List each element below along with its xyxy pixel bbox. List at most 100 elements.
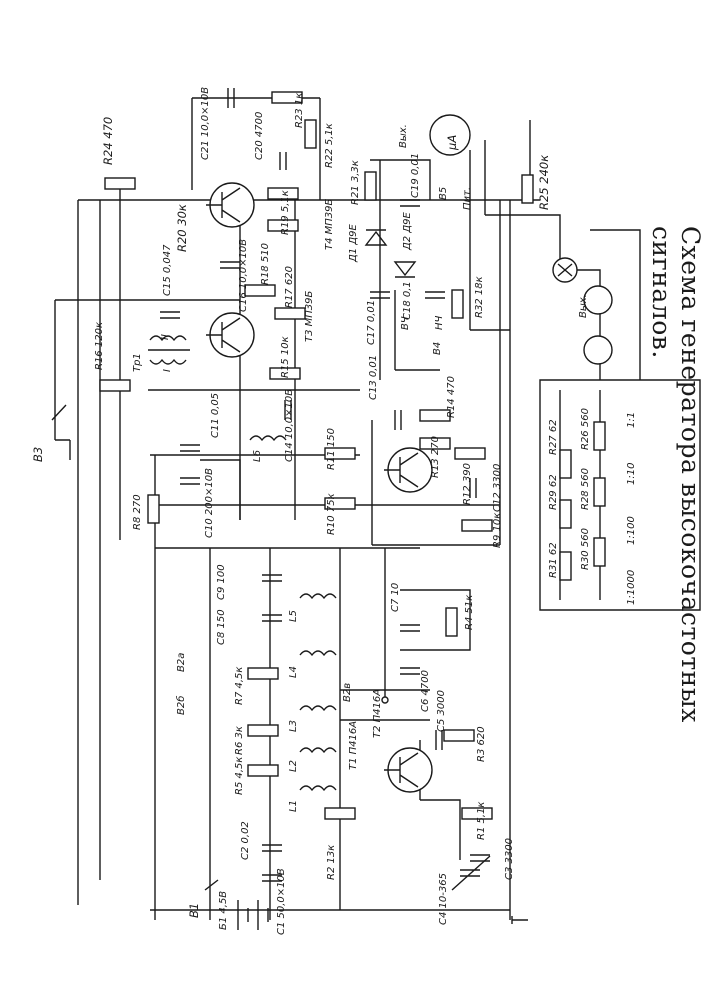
resistor-r4 [445, 607, 458, 637]
microammeter [429, 114, 471, 156]
label-r4: R4 51к [464, 595, 475, 630]
label-c3: C3 3300 [504, 838, 515, 880]
capacitor-c13 [394, 410, 402, 430]
resistor-r26 [593, 421, 606, 451]
label-c1: C1 50,0×10B [276, 868, 287, 935]
label-r12: R12 390 [462, 463, 473, 505]
coil-l5 [299, 593, 337, 600]
label-ratio-1000: 1:1000 [626, 570, 637, 605]
resistor-r1 [461, 807, 493, 820]
resistor-r13 [419, 437, 451, 450]
resistor-r20 [267, 219, 299, 232]
label-r6: R6 3к [234, 726, 245, 755]
label-r1: R1 5,1к [476, 802, 487, 840]
figure-caption: Схема генератора высокочастотных сигнало… [647, 226, 705, 723]
label-r21: R21 3,3к [350, 160, 361, 205]
label-c4: C4 10-365 [438, 873, 449, 925]
label-r31: R31 62 [548, 542, 559, 578]
resistor-r19 [267, 187, 299, 200]
resistor-r16 [99, 379, 131, 392]
resistor-r14 [419, 409, 451, 422]
resistor-r3 [443, 729, 475, 742]
resistors [99, 91, 606, 820]
label-winding-i: I [162, 369, 173, 372]
resistor-r12 [454, 447, 486, 460]
label-r29: R29 62 [548, 474, 559, 510]
label-c11: C11 0,05 [210, 393, 221, 438]
coil-l2 [299, 747, 337, 754]
resistor-r28 [593, 477, 606, 507]
label-ratio-1: 1:1 [626, 412, 637, 428]
label-b2b: B2б [175, 696, 187, 715]
label-r24: R24 470 [101, 117, 115, 165]
battery-b1 [237, 900, 269, 930]
label-b3: B3 [31, 447, 45, 462]
output-connector-vyh [552, 257, 578, 283]
label-l3: L3 [288, 720, 299, 732]
transistors [206, 182, 433, 793]
label-c10: C10 200×10B [204, 468, 215, 538]
label-c14: C14 10,0×10B [284, 389, 295, 462]
capacitor-c19 [400, 199, 420, 207]
coil-l1 [299, 785, 337, 792]
resistor-r27 [559, 449, 572, 479]
label-r18: R18 510 [260, 243, 271, 285]
output-jack-1 [583, 285, 613, 315]
label-c21: C21 10,0×10B [200, 87, 211, 160]
capacitor-c4 [451, 855, 491, 891]
label-r30: R30 560 [580, 528, 591, 570]
label-l1: L1 [288, 800, 299, 812]
capacitor-c18 [425, 291, 445, 299]
label-nch: НЧ [434, 315, 445, 330]
coil-l6 [249, 435, 287, 442]
label-ua: µA [445, 135, 459, 151]
label-ratio-100: 1:100 [626, 516, 637, 545]
resistor-r21 [364, 171, 377, 201]
label-b2v: B2в [342, 683, 353, 702]
label-c2: C2 0,02 [240, 821, 251, 860]
resistor-r8 [147, 494, 160, 524]
label-r27: R27 62 [548, 419, 559, 455]
label-tr1: Тр1 [132, 353, 143, 372]
label-winding-ii: II [160, 334, 171, 340]
label-c18: C18 0,1 [402, 281, 413, 320]
label-b1: B1 [187, 903, 201, 918]
resistor-r22 [304, 119, 317, 149]
label-r5: R5 4,5к [234, 757, 245, 795]
label-c12: C12 3300 [492, 464, 503, 512]
resistor-r7 [247, 667, 279, 680]
capacitor-c10 [180, 477, 200, 485]
label-c15: C15 0,047 [162, 244, 173, 296]
label-r23: R23 1к [294, 93, 305, 128]
label-c7: C7 10 [390, 583, 401, 612]
switch-b3 [51, 404, 67, 421]
label-c19: C19 0,01 [410, 153, 421, 198]
label-r15: R15 10к [280, 336, 291, 378]
label-r7: R7 4,5к [234, 667, 245, 705]
capacitor-c20 [279, 152, 287, 170]
label-l2: L2 [288, 760, 299, 772]
resistor-r25 [521, 174, 534, 204]
component-labels: R24 470 C21 10,0×10B C20 4700 R23 1к R22… [31, 87, 637, 935]
label-r28: R28 560 [580, 468, 591, 510]
resistor-r5 [247, 764, 279, 777]
resistor-r30 [593, 537, 606, 567]
label-t1: T1 П416А [348, 721, 359, 770]
label-c5: C5 3000 [436, 690, 447, 732]
capacitor-c3 [470, 854, 490, 862]
diode-d1 [364, 229, 388, 246]
label-ratio-10: 1:10 [626, 463, 637, 485]
capacitor-c2 [262, 844, 282, 852]
capacitor-c1 [262, 874, 282, 882]
transistor-t1 [384, 747, 433, 793]
label-vyh-top: Вых. [398, 124, 409, 148]
capacitor-c14 [284, 400, 292, 420]
coil-l3 [299, 705, 337, 712]
capacitor-c7 [400, 624, 420, 632]
capacitor-c11 [180, 444, 200, 452]
label-c17: C17 0,01 [366, 300, 377, 345]
label-r14: R14 470 [446, 376, 457, 418]
label-l6: L6 [252, 450, 263, 462]
label-r19: R19 5,1к [280, 190, 291, 235]
